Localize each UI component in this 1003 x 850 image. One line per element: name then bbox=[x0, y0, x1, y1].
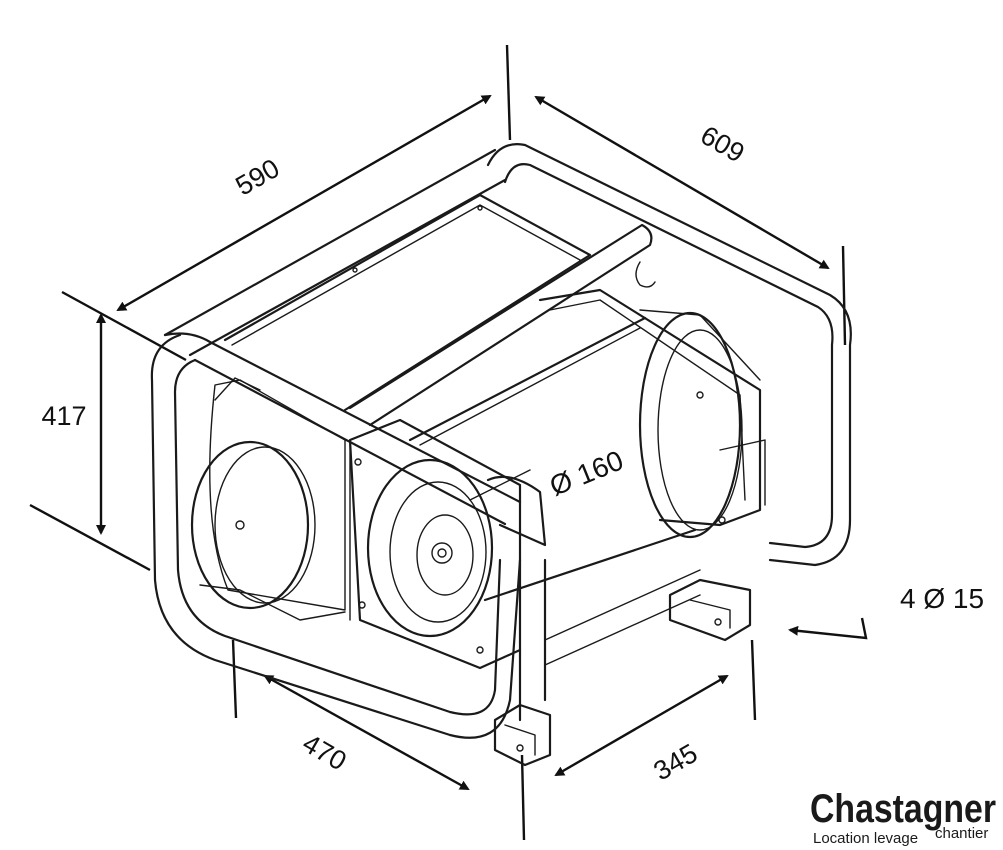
dim-line-470 bbox=[263, 674, 470, 791]
drum: Ø 160 bbox=[408, 311, 743, 602]
tubular-frame bbox=[150, 143, 852, 739]
drum-end-plate bbox=[538, 288, 766, 527]
dim-label-609: 609 bbox=[695, 120, 749, 169]
logo-tagline-left: Location levage bbox=[813, 830, 918, 847]
chastagner-logo: Chastagner Location levage chantier bbox=[810, 787, 996, 847]
fixing-holes-callout: 4 Ø 15 bbox=[788, 583, 984, 640]
base-feet bbox=[493, 558, 752, 767]
control-box bbox=[223, 193, 656, 412]
dim-label-590: 590 bbox=[230, 153, 284, 202]
drum-diameter-label: Ø 160 bbox=[545, 445, 627, 502]
dim-label-470: 470 bbox=[297, 728, 351, 777]
dim-line-590 bbox=[116, 94, 492, 312]
motor-housing bbox=[190, 377, 346, 621]
fixing-holes-label: 4 Ø 15 bbox=[900, 583, 984, 614]
dimension-lines bbox=[96, 94, 830, 791]
logo-brand: Chastagner bbox=[810, 787, 996, 831]
extension-lines bbox=[29, 44, 847, 841]
dim-line-345 bbox=[554, 674, 729, 777]
fixing-hole-arrow bbox=[788, 617, 868, 640]
dim-label-417: 417 bbox=[41, 401, 86, 431]
dim-line-609 bbox=[534, 95, 830, 270]
logo-tagline-right: chantier bbox=[935, 825, 988, 842]
dim-label-345: 345 bbox=[648, 738, 702, 787]
